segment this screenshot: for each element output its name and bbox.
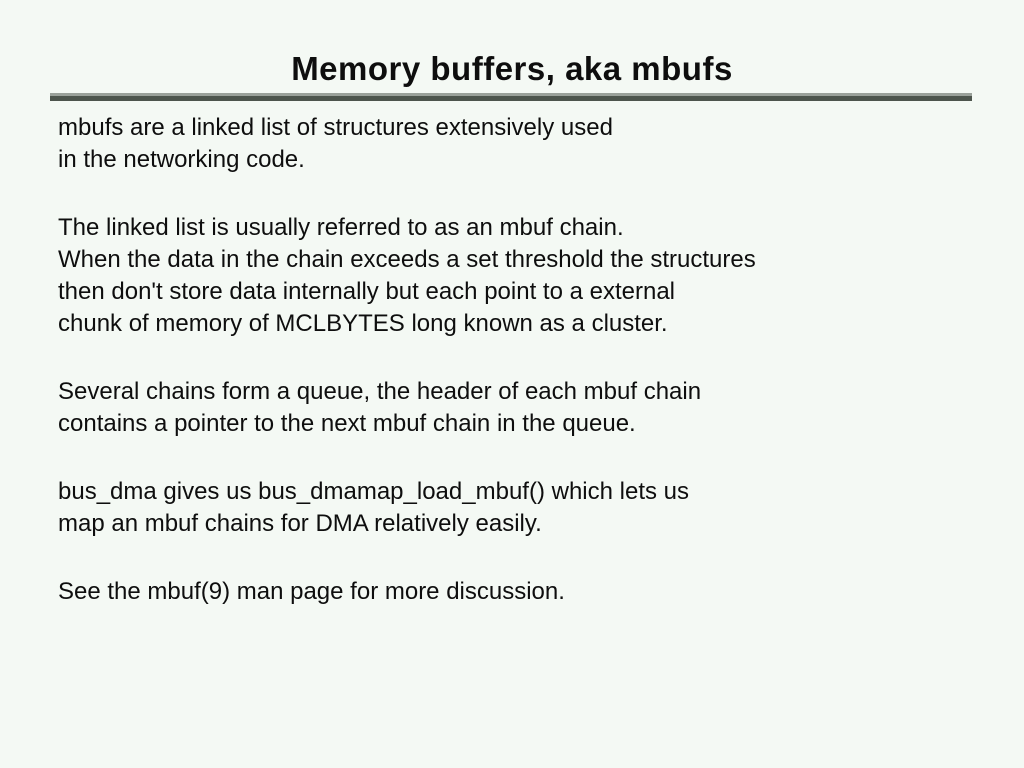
text-line: The linked list is usually referred to a…	[58, 214, 624, 241]
slide-title: Memory buffers, aka mbufs	[291, 50, 733, 87]
paragraph: The linked list is usually referred to a…	[58, 212, 1024, 340]
text-line: bus_dma gives us bus_dmamap_load_mbuf() …	[58, 478, 689, 505]
paragraph: See the mbuf(9) man page for more discus…	[58, 576, 1024, 608]
text-line: chunk of memory of MCLBYTES long known a…	[58, 310, 668, 337]
text-line: in the networking code.	[58, 146, 305, 173]
paragraph: mbufs are a linked list of structures ex…	[58, 112, 1024, 176]
paragraph: Several chains form a queue, the header …	[58, 376, 1024, 440]
slide-body: mbufs are a linked list of structures ex…	[58, 112, 1024, 608]
text-line: Several chains form a queue, the header …	[58, 378, 702, 405]
text-line: then don't store data internally but eac…	[58, 278, 675, 305]
text-line: contains a pointer to the next mbuf chai…	[58, 410, 636, 437]
text-line: When the data in the chain exceeds a set…	[58, 246, 756, 273]
title-separator-rule	[50, 93, 972, 101]
text-line: mbufs are a linked list of structures ex…	[58, 114, 613, 141]
text-line: map an mbuf chains for DMA relatively ea…	[58, 510, 542, 537]
paragraph: bus_dma gives us bus_dmamap_load_mbuf() …	[58, 476, 1024, 540]
text-line: See the mbuf(9) man page for more discus…	[58, 578, 565, 605]
